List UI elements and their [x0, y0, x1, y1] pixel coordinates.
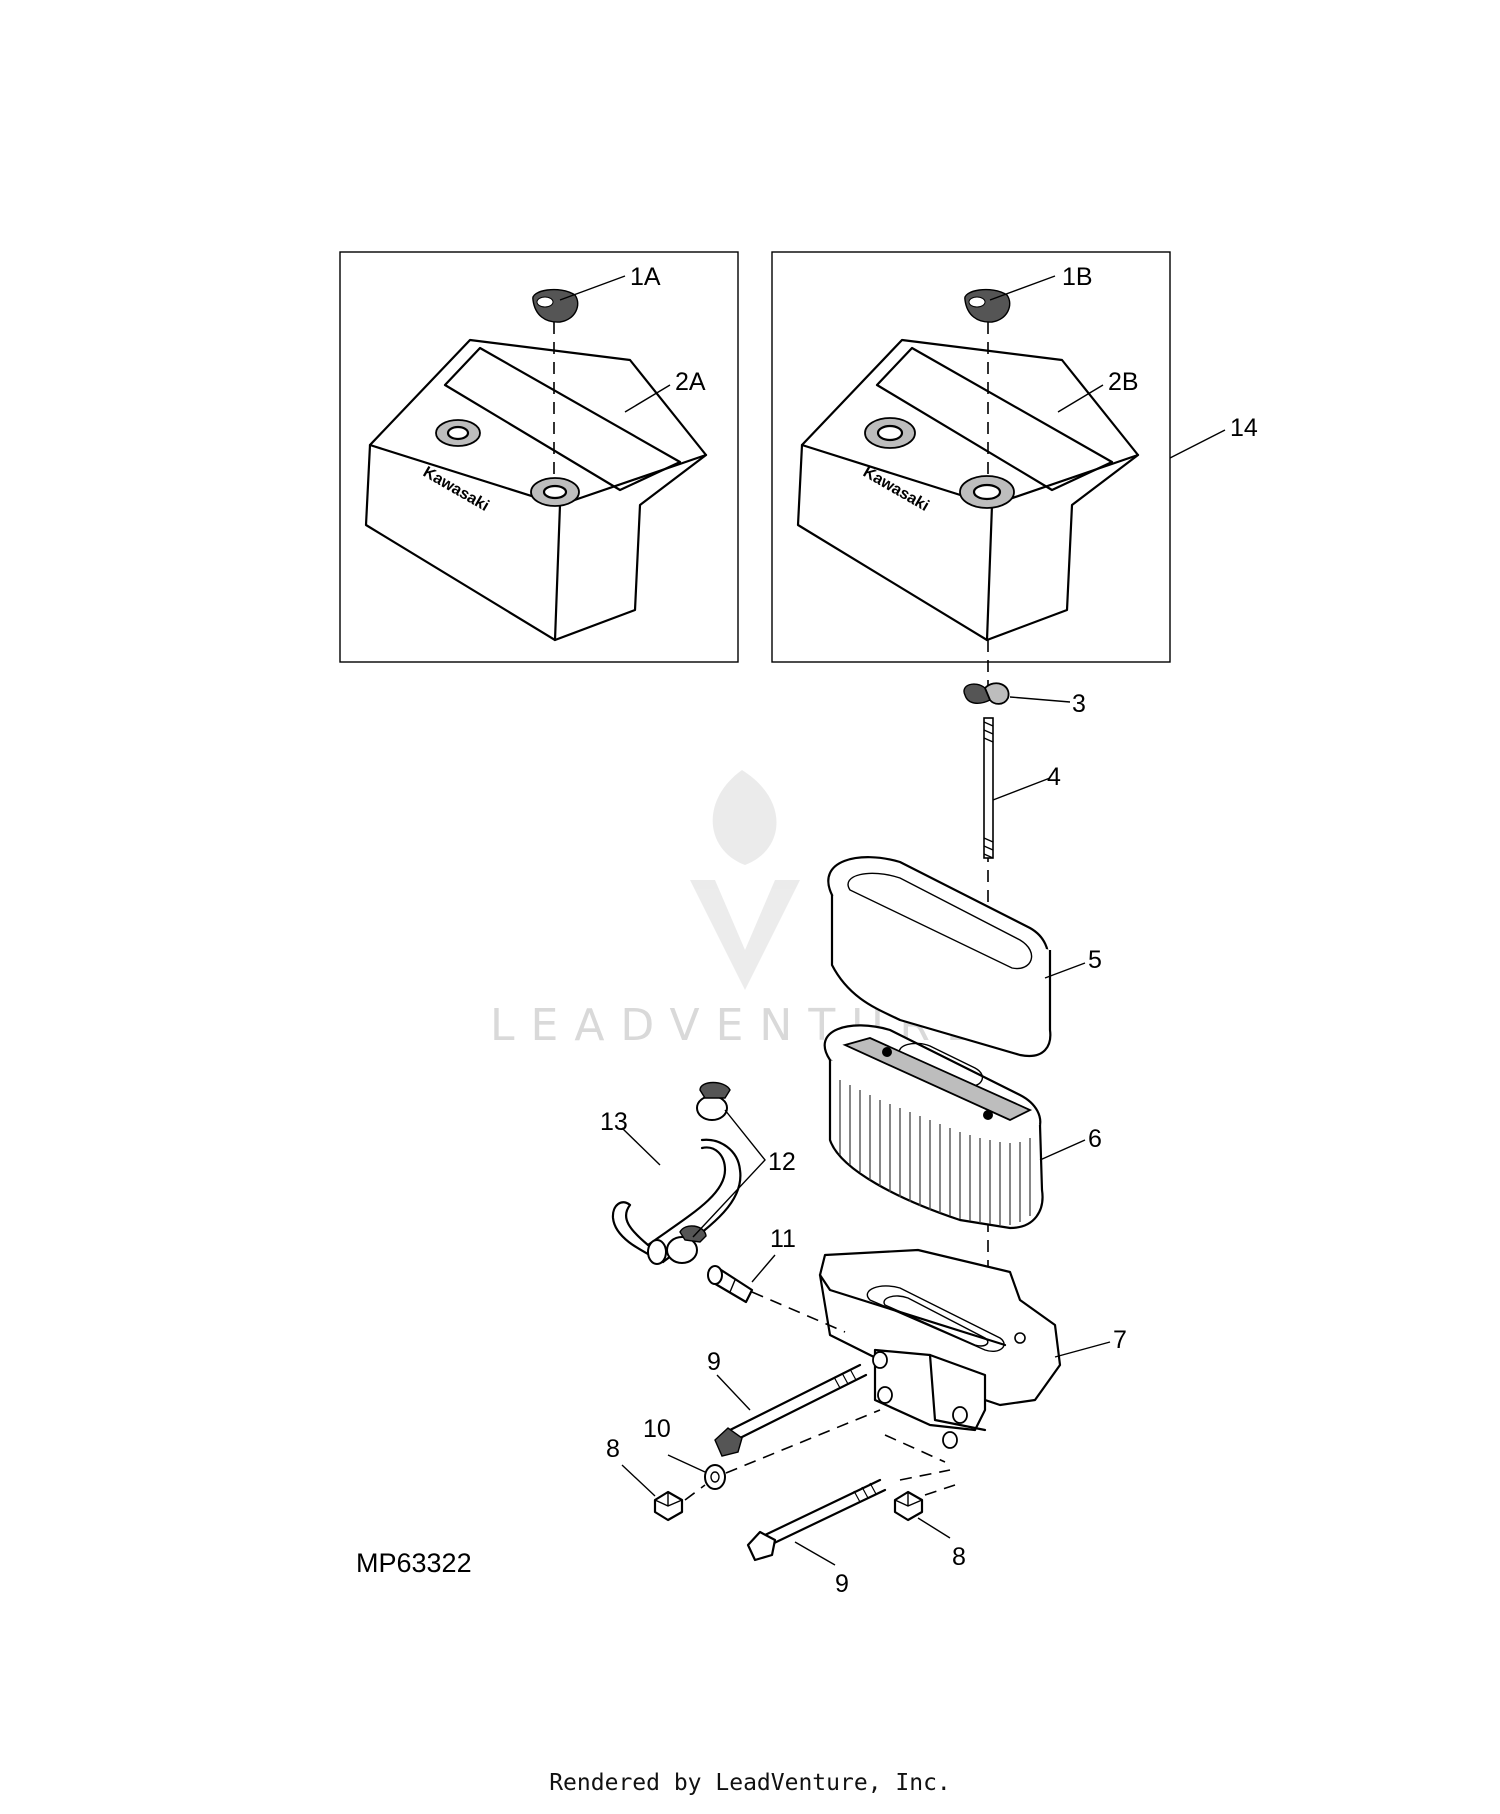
callout-8-right: 8	[952, 1543, 966, 1571]
bolt-9-lower[interactable]	[746, 1478, 887, 1562]
callout-10: 10	[643, 1415, 671, 1443]
stud-4[interactable]	[983, 717, 994, 859]
callout-1b: 1B	[1062, 263, 1093, 291]
watermark-logo-icon	[690, 770, 800, 990]
callout-7: 7	[1113, 1326, 1127, 1354]
callout-13: 13	[600, 1108, 628, 1136]
hose-clamp-12-lower[interactable]	[666, 1225, 707, 1264]
variant-b-frame	[771, 251, 1171, 663]
callout-labels: 1A 1B 2A 2B 14 3 4 5 6 7 13 12 11 9 10 8…	[600, 263, 1258, 1598]
breather-fitting-11[interactable]	[707, 1265, 754, 1304]
nut-8-right[interactable]	[893, 1490, 924, 1522]
callout-8-left: 8	[606, 1435, 620, 1463]
cover-2a[interactable]: Kawasaki	[364, 338, 708, 642]
plug-1a[interactable]	[532, 288, 579, 323]
callout-3: 3	[1072, 690, 1086, 718]
callout-12: 12	[768, 1148, 796, 1176]
callout-9-lower: 9	[835, 1570, 849, 1598]
cover-2b[interactable]: Kawasaki	[796, 338, 1140, 642]
leader-lines	[559, 275, 1226, 1566]
breather-hose-13[interactable]	[611, 1138, 742, 1265]
callout-5: 5	[1088, 946, 1102, 974]
air-filter-6[interactable]	[823, 1024, 1044, 1230]
footer-credit: Rendered by LeadVenture, Inc.	[549, 1770, 951, 1796]
washer-10[interactable]	[704, 1464, 726, 1490]
callout-14: 14	[1230, 414, 1258, 442]
wing-nut-3[interactable]	[963, 682, 1010, 705]
pre-cleaner-5[interactable]	[827, 856, 1052, 1058]
hose-clamp-12-upper[interactable]	[696, 1081, 731, 1121]
variant-a-frame	[339, 251, 739, 663]
callout-2b: 2B	[1108, 368, 1139, 396]
callout-1a: 1A	[630, 263, 661, 291]
callout-4: 4	[1047, 763, 1061, 791]
callout-6: 6	[1088, 1125, 1102, 1153]
base-plate-7[interactable]	[818, 1248, 1062, 1449]
nut-8-left[interactable]	[653, 1490, 684, 1522]
bolt-9-upper[interactable]	[714, 1363, 868, 1457]
plug-1b[interactable]	[964, 288, 1011, 323]
callout-11: 11	[770, 1225, 796, 1253]
diagram-code: MP63322	[356, 1548, 472, 1578]
callout-9-upper: 9	[707, 1348, 721, 1376]
callout-2a: 2A	[675, 368, 706, 396]
